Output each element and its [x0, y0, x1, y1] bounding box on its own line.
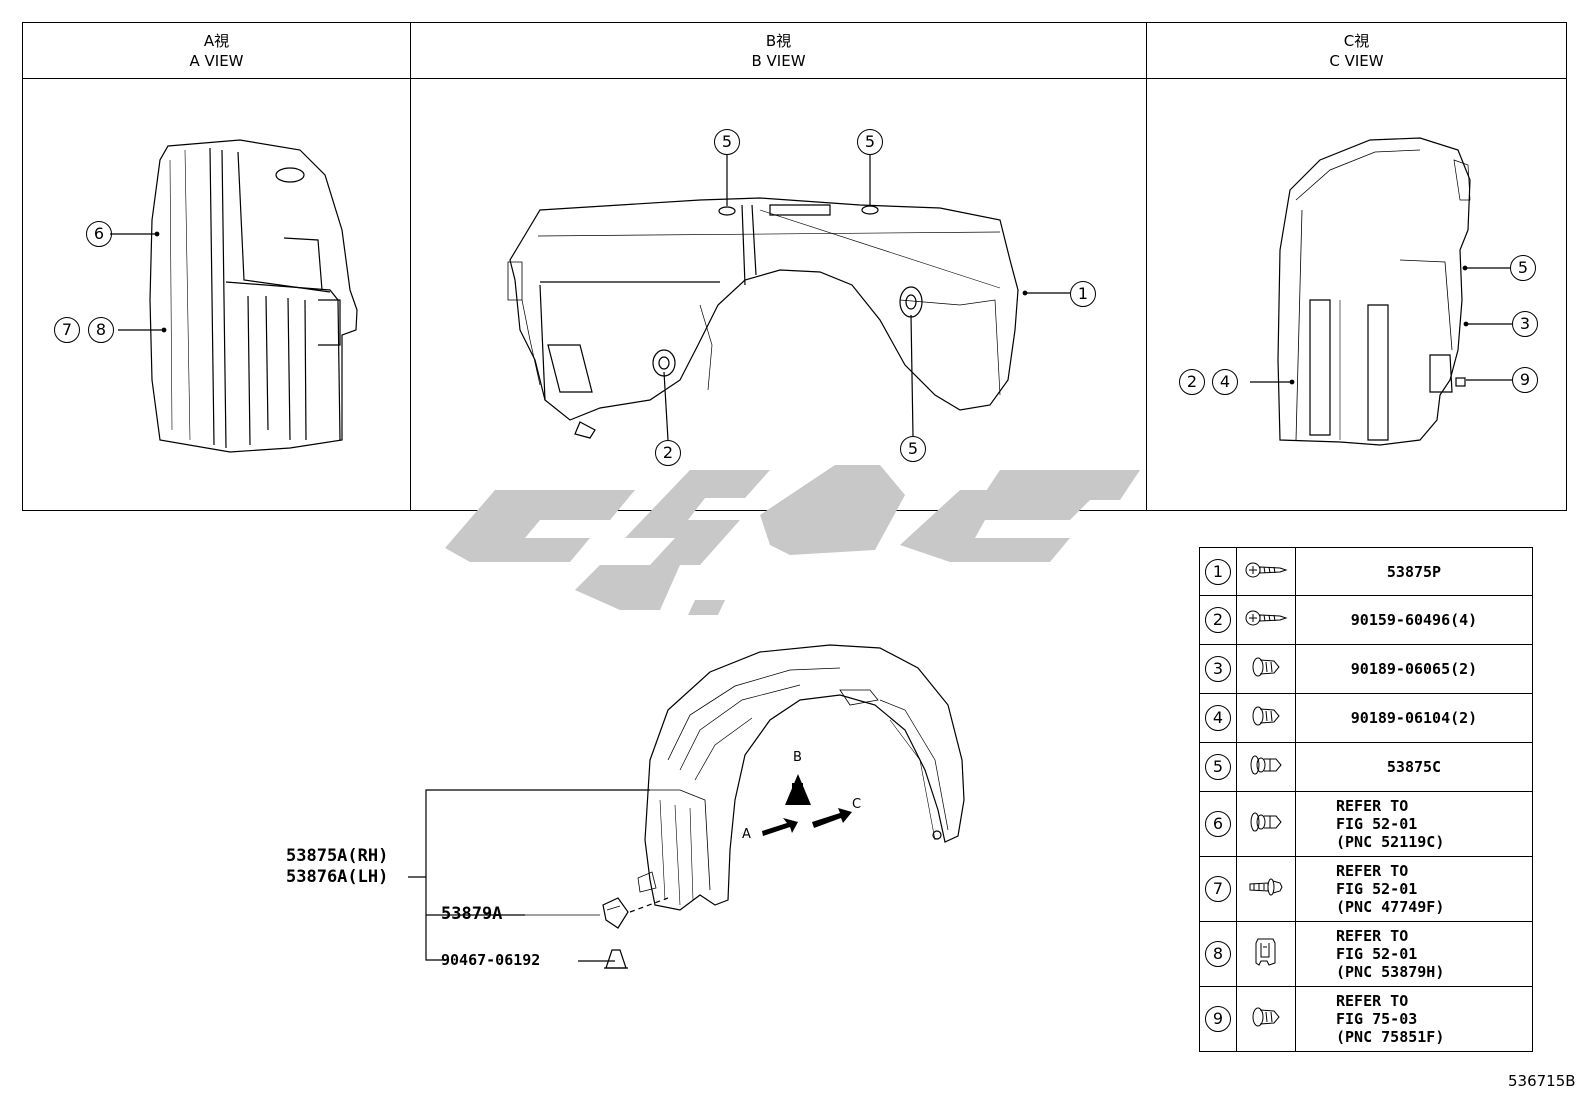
part-label-rh: 53875A(RH): [286, 846, 389, 866]
b-callout-5-right: 5: [857, 129, 883, 155]
legend-text: FIG 75-03: [1336, 1010, 1418, 1028]
legend-text: (PNC 75851F): [1336, 1028, 1445, 1046]
legend-num: 9: [1205, 1006, 1231, 1032]
c-callout-4: 4: [1212, 369, 1238, 395]
a-view-liner-drawing: [149, 139, 358, 453]
a-callout-7: 7: [54, 317, 80, 343]
legend-num: 3: [1205, 656, 1231, 682]
part-label-clip: 53879A: [441, 904, 503, 924]
c-view-panel: C視 C VIEW: [1146, 22, 1567, 511]
c-callout-9: 9: [1512, 367, 1538, 393]
legend-row: 3 90189-06065(2): [1199, 644, 1533, 694]
push-clip-icon: [1252, 706, 1280, 726]
diagram-code: 536715B: [1508, 1072, 1576, 1090]
arrow-a-left: [762, 818, 798, 836]
screw-icon: [1245, 610, 1288, 626]
c-view-title-jp: C視: [1343, 32, 1370, 50]
arrow-label-c: C: [852, 797, 862, 812]
arrow-c-right: [812, 808, 852, 828]
b-callout-5-left: 5: [714, 129, 740, 155]
c-view-liner-drawing: [1277, 137, 1471, 446]
arrow-label-b: B: [793, 750, 802, 765]
c-callout-2: 2: [1179, 369, 1205, 395]
legend-text: FIG 52-01: [1336, 945, 1418, 963]
nut-90467-drawing: [604, 949, 628, 969]
legend-num: 1: [1205, 558, 1231, 585]
push-clip-icon: [1252, 657, 1280, 677]
legend-row: 2 90159-60496(4): [1199, 595, 1533, 645]
a-view-title-jp: A視: [203, 32, 230, 50]
a-view-header: A視 A VIEW: [23, 23, 410, 79]
legend-num: 7: [1205, 876, 1231, 902]
fastener-legend-table: 1 53875P 2 90159-60496(4) 3 90189-06065(…: [1199, 547, 1533, 1052]
b-callout-2: 2: [655, 440, 681, 466]
legend-text: 53875C: [1386, 758, 1442, 776]
b-callout-1: 1: [1070, 281, 1096, 307]
direction-arrows: [762, 774, 852, 836]
legend-num: 6: [1205, 811, 1231, 837]
clip-53879a-drawing: [602, 897, 629, 929]
watermark-logo: [445, 465, 1140, 615]
b-view-title-jp: B視: [765, 32, 792, 50]
c-callout-3: 3: [1512, 311, 1538, 337]
legend-text: (PNC 52119C): [1336, 833, 1445, 851]
rivet-icon: [1249, 878, 1283, 896]
legend-num: 8: [1205, 941, 1231, 967]
legend-row: 1 53875P: [1199, 547, 1533, 596]
a-callout-8: 8: [88, 317, 114, 343]
legend-num: 5: [1205, 754, 1231, 780]
legend-row: 5 53875C: [1199, 742, 1533, 792]
legend-text: (PNC 47749F): [1336, 898, 1445, 916]
legend-text: (PNC 53879H): [1336, 963, 1445, 981]
legend-text: REFER TO: [1336, 797, 1409, 815]
legend-text: 53875P: [1386, 562, 1442, 581]
part-label-nut: 90467-06192: [441, 951, 541, 969]
arrow-b-up: [785, 774, 811, 805]
arrow-label-a: A: [742, 827, 751, 842]
c-view-header: C視 C VIEW: [1147, 23, 1566, 79]
c-callout-5: 5: [1510, 255, 1536, 281]
b-view-title-en: B VIEW: [751, 52, 806, 70]
b-view-liner-drawing: [507, 197, 1019, 439]
legend-num: 4: [1205, 705, 1231, 731]
legend-text: 90189-06104(2): [1350, 709, 1478, 727]
screw-icon: [1245, 562, 1288, 577]
part-label-lh: 53876A(LH): [286, 867, 389, 887]
b-callout-5-bottom: 5: [900, 436, 926, 462]
c-view-title-en: C VIEW: [1329, 52, 1384, 70]
legend-text: FIG 52-01: [1336, 815, 1418, 833]
legend-text: REFER TO: [1336, 927, 1409, 945]
legend-row: 4 90189-06104(2): [1199, 693, 1533, 743]
legend-text: REFER TO: [1336, 992, 1409, 1010]
b-view-header: B視 B VIEW: [411, 23, 1146, 79]
legend-num: 2: [1205, 607, 1231, 633]
a-view-title-en: A VIEW: [189, 52, 244, 70]
main-liner-drawing: [637, 644, 965, 911]
clip-icon: [1250, 755, 1282, 775]
legend-text: FIG 52-01: [1336, 880, 1418, 898]
clip-icon: [1250, 812, 1282, 832]
legend-text: 90159-60496(4): [1350, 611, 1478, 629]
legend-text: REFER TO: [1336, 862, 1409, 880]
retainer-icon: [1255, 938, 1276, 966]
push-clip-icon: [1252, 1007, 1280, 1027]
legend-text: 90189-06065(2): [1350, 660, 1478, 678]
a-callout-6: 6: [86, 221, 112, 247]
